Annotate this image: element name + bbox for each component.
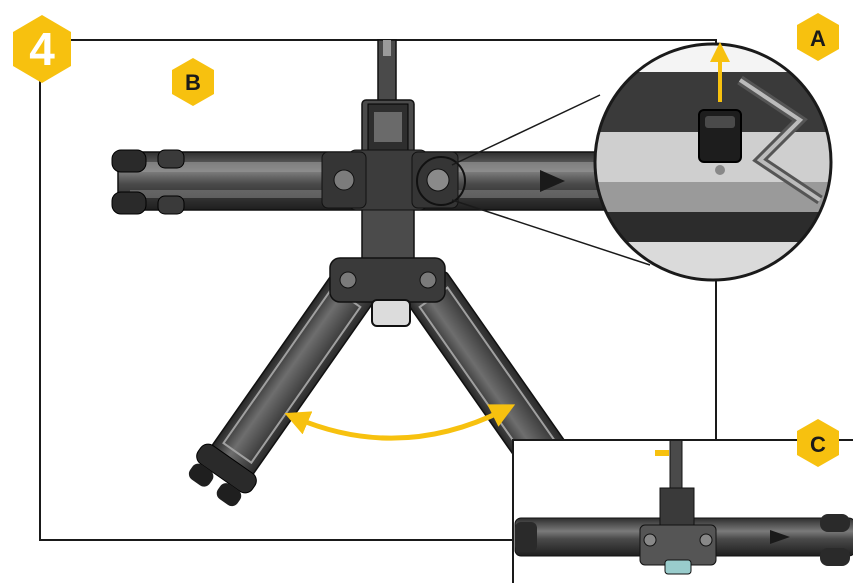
inset-frame [512, 439, 853, 583]
step-number: 4 [29, 23, 55, 75]
step-badge: 4 [13, 15, 71, 83]
bike-rack-illustration [111, 39, 649, 507]
callout-badge-c: C [797, 419, 839, 467]
callout-badge-b: B [172, 58, 214, 106]
lower-left-tray-arm [188, 271, 375, 507]
callout-label-c: C [810, 432, 826, 457]
double-headed-curved-arrow-icon [284, 404, 516, 441]
detail-highlight-circle [416, 156, 466, 206]
zoom-connector-bottom [451, 199, 651, 266]
callout-label-b: B [185, 70, 201, 95]
detail-zoom-view [593, 42, 833, 282]
callout-badge-a: A [797, 13, 839, 61]
center-hub [321, 99, 466, 276]
callout-label-a: A [810, 26, 826, 51]
zoom-connector-top [451, 94, 601, 166]
inset-view-c [512, 439, 853, 583]
handle [371, 299, 411, 327]
